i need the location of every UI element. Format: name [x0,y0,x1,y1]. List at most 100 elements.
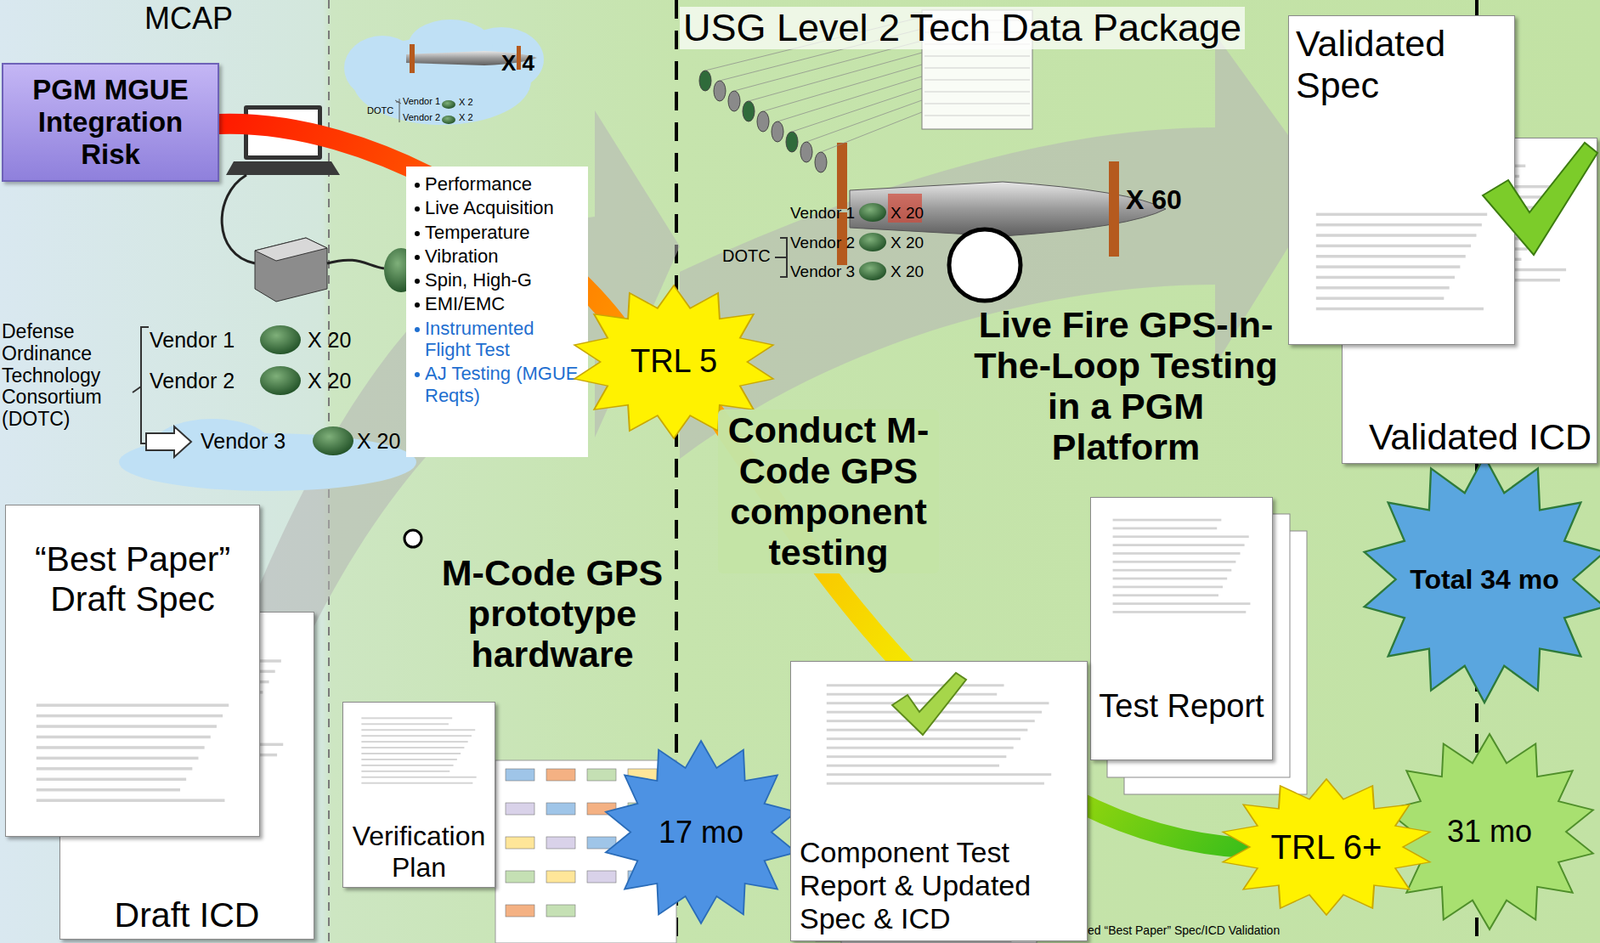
text-label: X 20 [890,233,924,252]
flow-box [505,768,535,781]
part [757,111,769,132]
text-label: DOTC [722,246,771,266]
part [785,131,798,153]
list-item: AJ Testing (MGUE Reqts) [412,362,583,407]
table-line [924,67,1030,69]
text-label: X 20 [307,327,351,352]
text-label: MCAP [144,1,233,36]
node-label: “Best Paper” Draft Spec [11,539,255,620]
bullet [414,278,420,284]
missile-drawing [699,10,1166,301]
flow-box [505,802,535,815]
text-label: Conduct M-Code GPS component testing [718,409,939,574]
node-label: 31 mo [1447,814,1533,849]
flow-box [546,836,576,849]
text-label: USG Level 2 Tech Data Package [679,6,1245,50]
flow-box [546,802,576,815]
flow-box [546,904,576,917]
node-label: Component Test Report & Updated Spec & I… [799,836,1082,936]
list-item: Temperature [412,221,583,244]
node-label: Draft ICD [65,895,309,936]
table-line [924,103,1030,105]
text-label: X 60 [1125,185,1182,216]
node-label: PGM MGUE Integration Risk [8,73,213,171]
text-label: Vendor 1 [790,203,855,222]
process-box: PGM MGUE Integration Risk [1,62,220,182]
node-label: Validated Spec [1295,22,1508,108]
text-label: Defense Ordinance Technology Consortium … [1,321,130,431]
part [699,70,712,91]
table-line [924,56,1030,57]
text-label: X 2 [458,112,474,123]
document: Test Report [1090,497,1273,761]
bullet [414,231,420,237]
starburst: TRL 6+ [1220,779,1433,916]
leader-line [777,76,922,122]
node-label: TRL 6+ [1271,827,1383,867]
list-item: Instrumented Flight Test [412,317,583,362]
text-label: DOTC [367,105,394,116]
text-label: Vendor 2 [402,112,441,123]
bullet [414,327,420,333]
list-item: EMI/EMC [412,293,583,315]
flow-box [505,904,535,917]
leader-line [748,52,922,102]
text-label: X 20 [356,429,401,453]
bullet-list: PerformanceLive AcquisitionTemperatureVi… [406,166,588,458]
node-label: 17 mo [658,814,744,850]
cloud [344,19,544,125]
flow-box [505,870,535,883]
list-item: Live Acquisition [412,197,583,219]
starburst: Total 34 mo [1361,456,1600,703]
bullet [414,206,420,212]
text-label: X 20 [890,203,924,222]
node-label: TRL 5 [630,343,718,381]
part [728,90,741,112]
table-line [924,79,1030,81]
table-line [924,91,1030,93]
leader-line [763,64,922,112]
text-label: Vendor 2 [790,233,855,252]
text-label: X 20 [307,368,351,393]
bullet [414,302,420,308]
part [800,141,813,163]
node-label: Test Report [1094,688,1269,726]
bullet [414,254,420,261]
vendor-group [118,325,417,492]
part [742,101,755,122]
starburst: 17 mo [603,740,799,924]
bullet [414,182,420,188]
text-label: X 4 [501,50,535,76]
text-label: X 2 [458,96,474,108]
document: Component Test Report & Updated Spec & I… [790,661,1088,942]
node-label: Validated ICD [1347,416,1592,458]
node-label: Total 34 mo [1409,564,1559,596]
flow-box [505,836,535,849]
flow-box [587,870,617,883]
table-line [924,115,1030,117]
text-label: Live Fire GPS-In-The-Loop Testing in a P… [972,304,1279,469]
list-item: Performance [412,173,583,195]
part [771,121,784,142]
text-label: Vendor 1 [402,96,441,107]
part [814,152,827,173]
node-label: Verification Plan [344,820,493,884]
marker-circle [404,530,422,548]
list-item: Spin, High-G [412,269,583,291]
text-label: M-Code GPS prototype hardware [424,552,680,675]
text-label: Revised “Best Paper” Spec/ICD Validation [1057,924,1280,939]
text-label: Vendor 3 [790,262,855,281]
document: Validated Spec [1288,15,1516,345]
document: “Best Paper” Draft Spec [5,504,261,837]
text-label: Vendor 2 [149,368,235,393]
part [713,80,726,102]
text-label: Vendor 1 [149,327,235,352]
leader-line [806,100,922,142]
text-label: X 20 [890,262,924,281]
document: Verification Plan [342,701,496,888]
bullet [414,372,420,378]
list-item: Vibration [412,245,583,267]
flow-box [546,870,576,883]
leader-line [820,112,922,153]
